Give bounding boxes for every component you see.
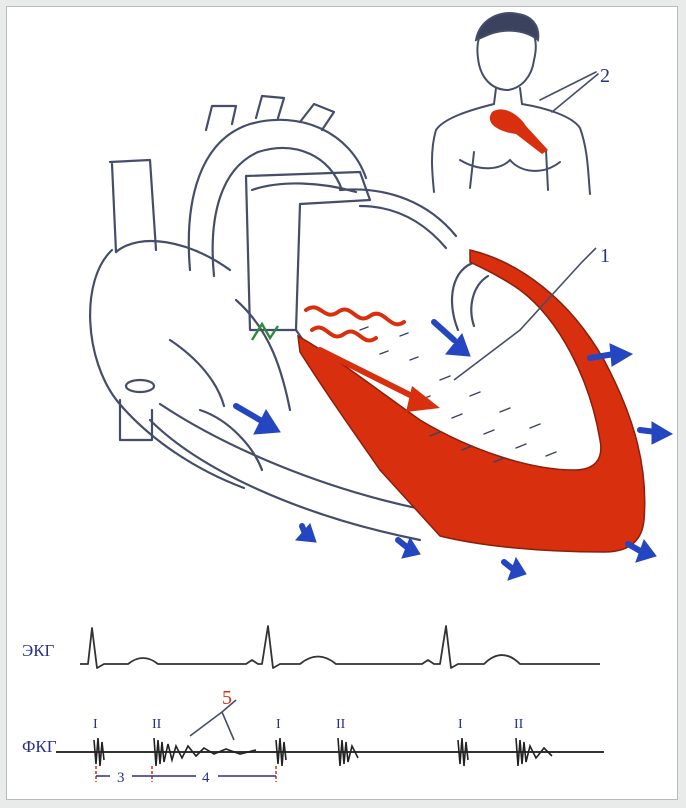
force-arrow-8 <box>296 524 316 542</box>
blood-flow-arrowhead <box>406 386 440 412</box>
pcg-tone-5: I <box>458 717 463 732</box>
patient-heart-marker <box>490 109 548 154</box>
force-arrow-1 <box>434 322 470 356</box>
pulmonary-branch <box>340 189 456 248</box>
force-arrow-2 <box>236 406 280 434</box>
right-atrium-outline <box>90 241 244 488</box>
force-arrow-4 <box>640 422 672 444</box>
pcg-tone-labels: I II I II I II <box>93 717 524 732</box>
pcg-tone-6: II <box>514 717 524 732</box>
callout-2-label: 2 <box>600 65 610 87</box>
pcg-tone-3: I <box>276 717 281 732</box>
noise-label: 5 <box>222 687 232 709</box>
patient-hair <box>476 13 538 40</box>
pcg-tone-1: I <box>93 717 98 732</box>
pulmonary-trunk <box>246 172 370 330</box>
left-ventricle-wall <box>298 250 645 552</box>
pcg-tone-4: II <box>336 717 346 732</box>
patient-pointer-lines <box>540 72 598 112</box>
aortic-arch <box>189 120 366 276</box>
coronary-sinus <box>126 380 154 392</box>
pcg-tone-2: II <box>152 717 162 732</box>
left-atrial-appendage <box>452 262 488 330</box>
ecg-label: ЭКГ <box>22 641 55 660</box>
patient-figure <box>432 13 598 194</box>
patient-chest <box>460 150 560 190</box>
force-arrow-6 <box>504 558 526 580</box>
interval-4-label: 4 <box>202 770 210 786</box>
pcg-label: ФКГ <box>22 737 57 756</box>
superior-vena-cava <box>110 160 156 252</box>
force-arrow-7 <box>398 538 420 558</box>
force-arrow-5 <box>628 540 656 562</box>
interval-3-label: 3 <box>117 770 125 786</box>
ecg-trace <box>80 626 600 668</box>
callout-1-label: 1 <box>600 245 610 267</box>
